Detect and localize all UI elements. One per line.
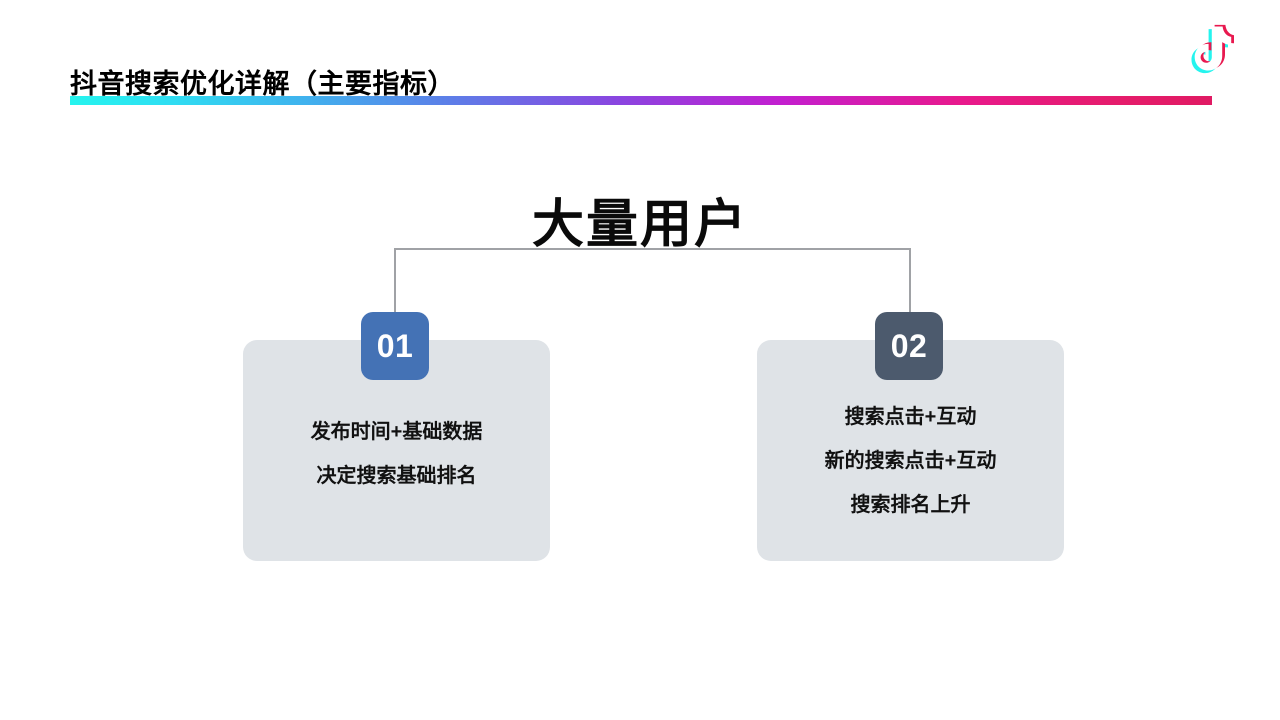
branch-card-01[interactable]: 01 发布时间+基础数据 决定搜索基础排名 — [243, 312, 550, 561]
card-line: 新的搜索点击+互动 — [824, 450, 997, 472]
branch-number-badge-01: 01 — [361, 312, 429, 380]
title-gradient-rule — [70, 96, 1212, 105]
page-title: 抖音搜索优化详解（主要指标） — [70, 69, 455, 99]
branch-number-badge-02: 02 — [875, 312, 943, 380]
card-text-02: 搜索点击+互动 新的搜索点击+互动 搜索排名上升 — [757, 395, 1064, 527]
card-line: 发布时间+基础数据 — [310, 421, 483, 443]
connector-horizontal-line — [394, 248, 911, 250]
card-text-01: 发布时间+基础数据 决定搜索基础排名 — [243, 410, 550, 498]
connector-vertical-line-left — [394, 248, 396, 326]
connector-vertical-line-right — [909, 248, 911, 326]
card-line: 搜索点击+互动 — [844, 406, 977, 428]
card-line: 搜索排名上升 — [850, 494, 971, 516]
branch-card-02[interactable]: 02 搜索点击+互动 新的搜索点击+互动 搜索排名上升 — [757, 312, 1064, 561]
diagram-heading: 大量用户 — [531, 196, 748, 254]
card-line: 决定搜索基础排名 — [316, 465, 477, 487]
tiktok-logo-icon — [1178, 14, 1250, 86]
